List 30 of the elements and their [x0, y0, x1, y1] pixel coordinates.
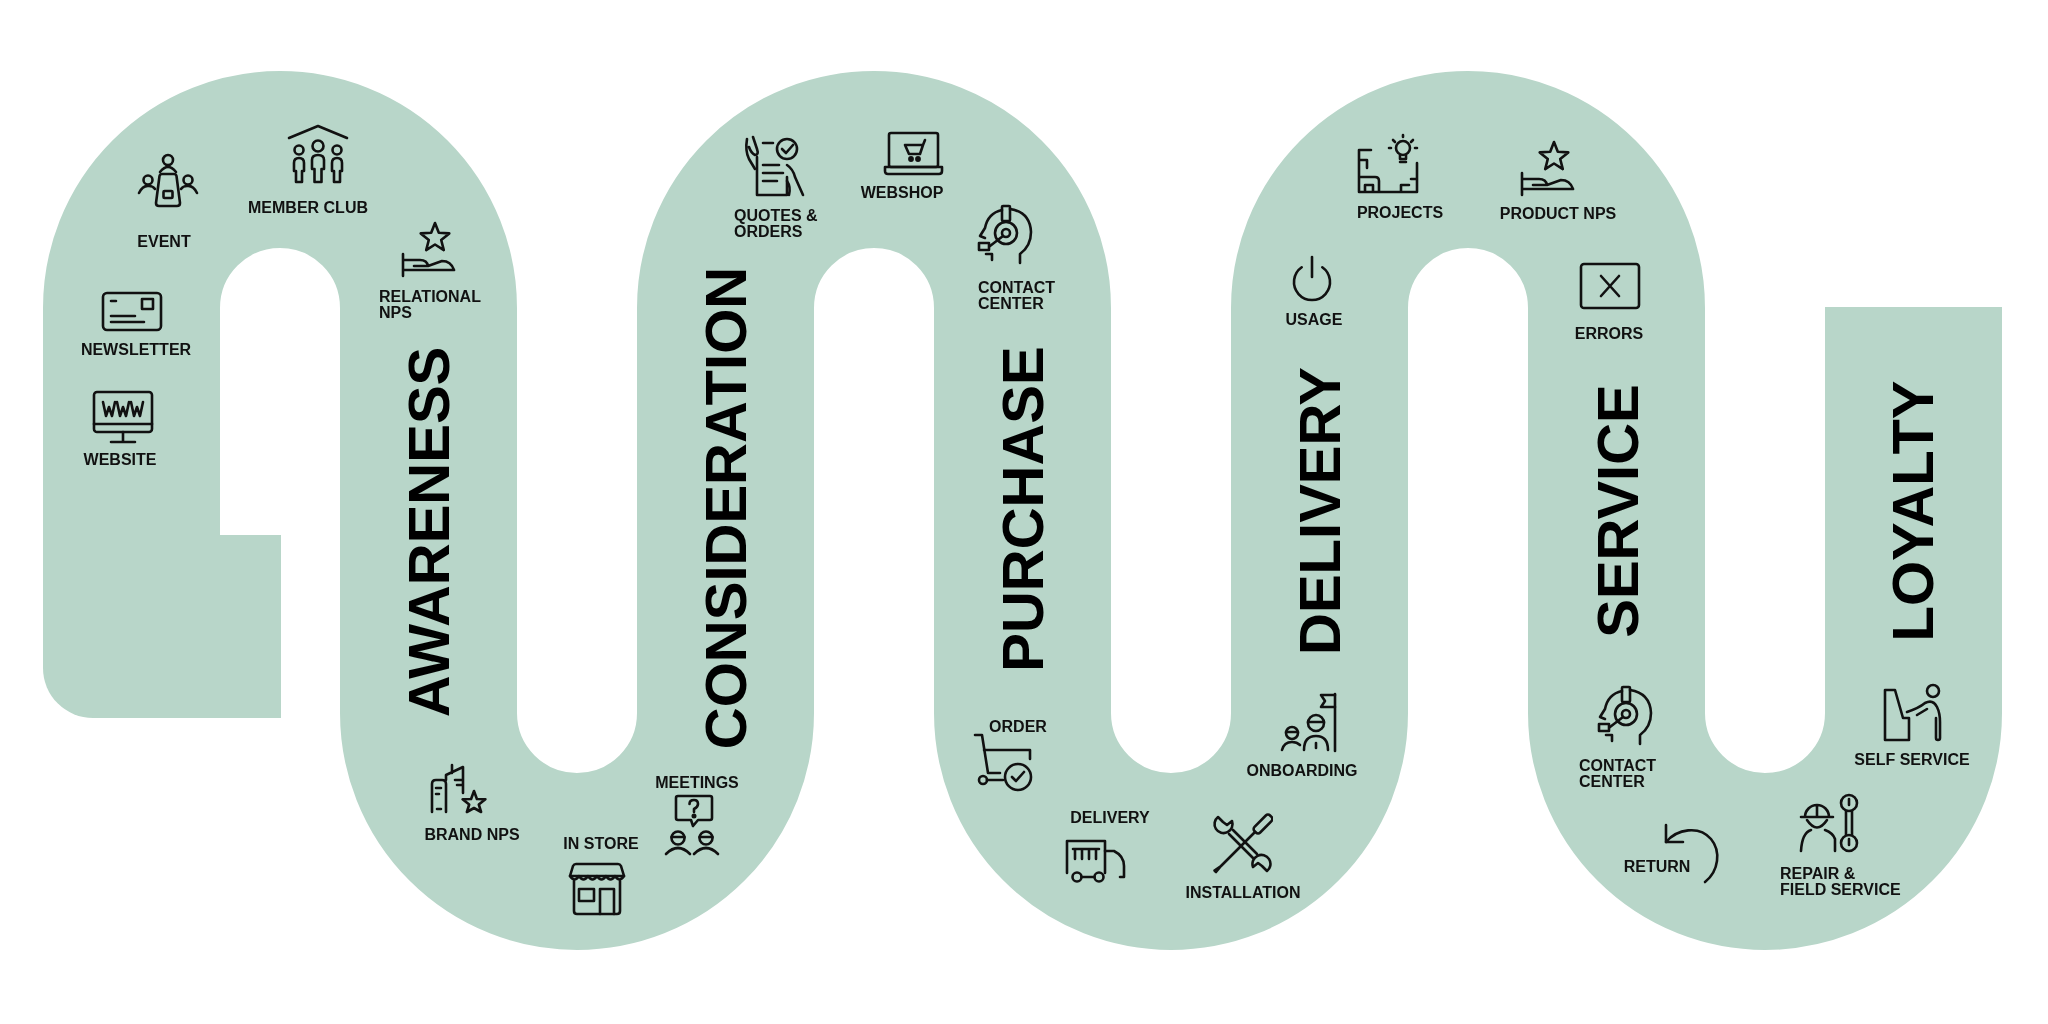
- touchpoint-label: MEMBER CLUB: [248, 200, 368, 216]
- stage-title: CONSIDERATION: [697, 266, 755, 750]
- touchpoint-label: INSTALLATION: [1185, 885, 1301, 901]
- touchpoint-label: PRODUCT NPS: [1499, 206, 1617, 222]
- stage-title: DELIVERY: [1291, 367, 1349, 655]
- stage-title: LOYALTY: [1884, 380, 1942, 642]
- touchpoint-label: MEETINGS: [655, 775, 739, 791]
- touchpoint-label: RETURN: [1623, 859, 1691, 875]
- touchpoint-label: CONTACT CENTER: [978, 280, 1057, 312]
- stage-title: PURCHASE: [994, 346, 1052, 672]
- touchpoint-label: IN STORE: [563, 836, 639, 852]
- touchpoint-label: EVENT: [137, 234, 191, 250]
- touchpoint-label: NEWSLETTER: [80, 342, 192, 358]
- touchpoint-label: PROJECTS: [1356, 205, 1444, 221]
- touchpoint-label: RELATIONAL NPS: [379, 289, 482, 321]
- touchpoint-label: CONTACT CENTER: [1579, 758, 1658, 790]
- touchpoint-label: QUOTES & ORDERS: [734, 208, 819, 240]
- touchpoint-label: REPAIR & FIELD SERVICE: [1780, 866, 1902, 898]
- stage-title: AWARENESS: [400, 346, 458, 718]
- touchpoint-label: ERRORS: [1574, 326, 1644, 342]
- touchpoint-label: WEBSITE: [83, 452, 157, 468]
- touchpoint-label: WEBSHOP: [860, 185, 944, 201]
- winding-road: [43, 71, 2003, 951]
- touchpoint-label: BRAND NPS: [424, 827, 520, 843]
- touchpoint-label: ORDER: [989, 719, 1047, 735]
- touchpoint-label: DELIVERY: [1070, 810, 1150, 826]
- stage-title: SERVICE: [1589, 384, 1647, 638]
- touchpoint-label: ONBOARDING: [1246, 763, 1358, 779]
- touchpoint-label: USAGE: [1285, 312, 1343, 328]
- touchpoint-label: SELF SERVICE: [1854, 752, 1970, 768]
